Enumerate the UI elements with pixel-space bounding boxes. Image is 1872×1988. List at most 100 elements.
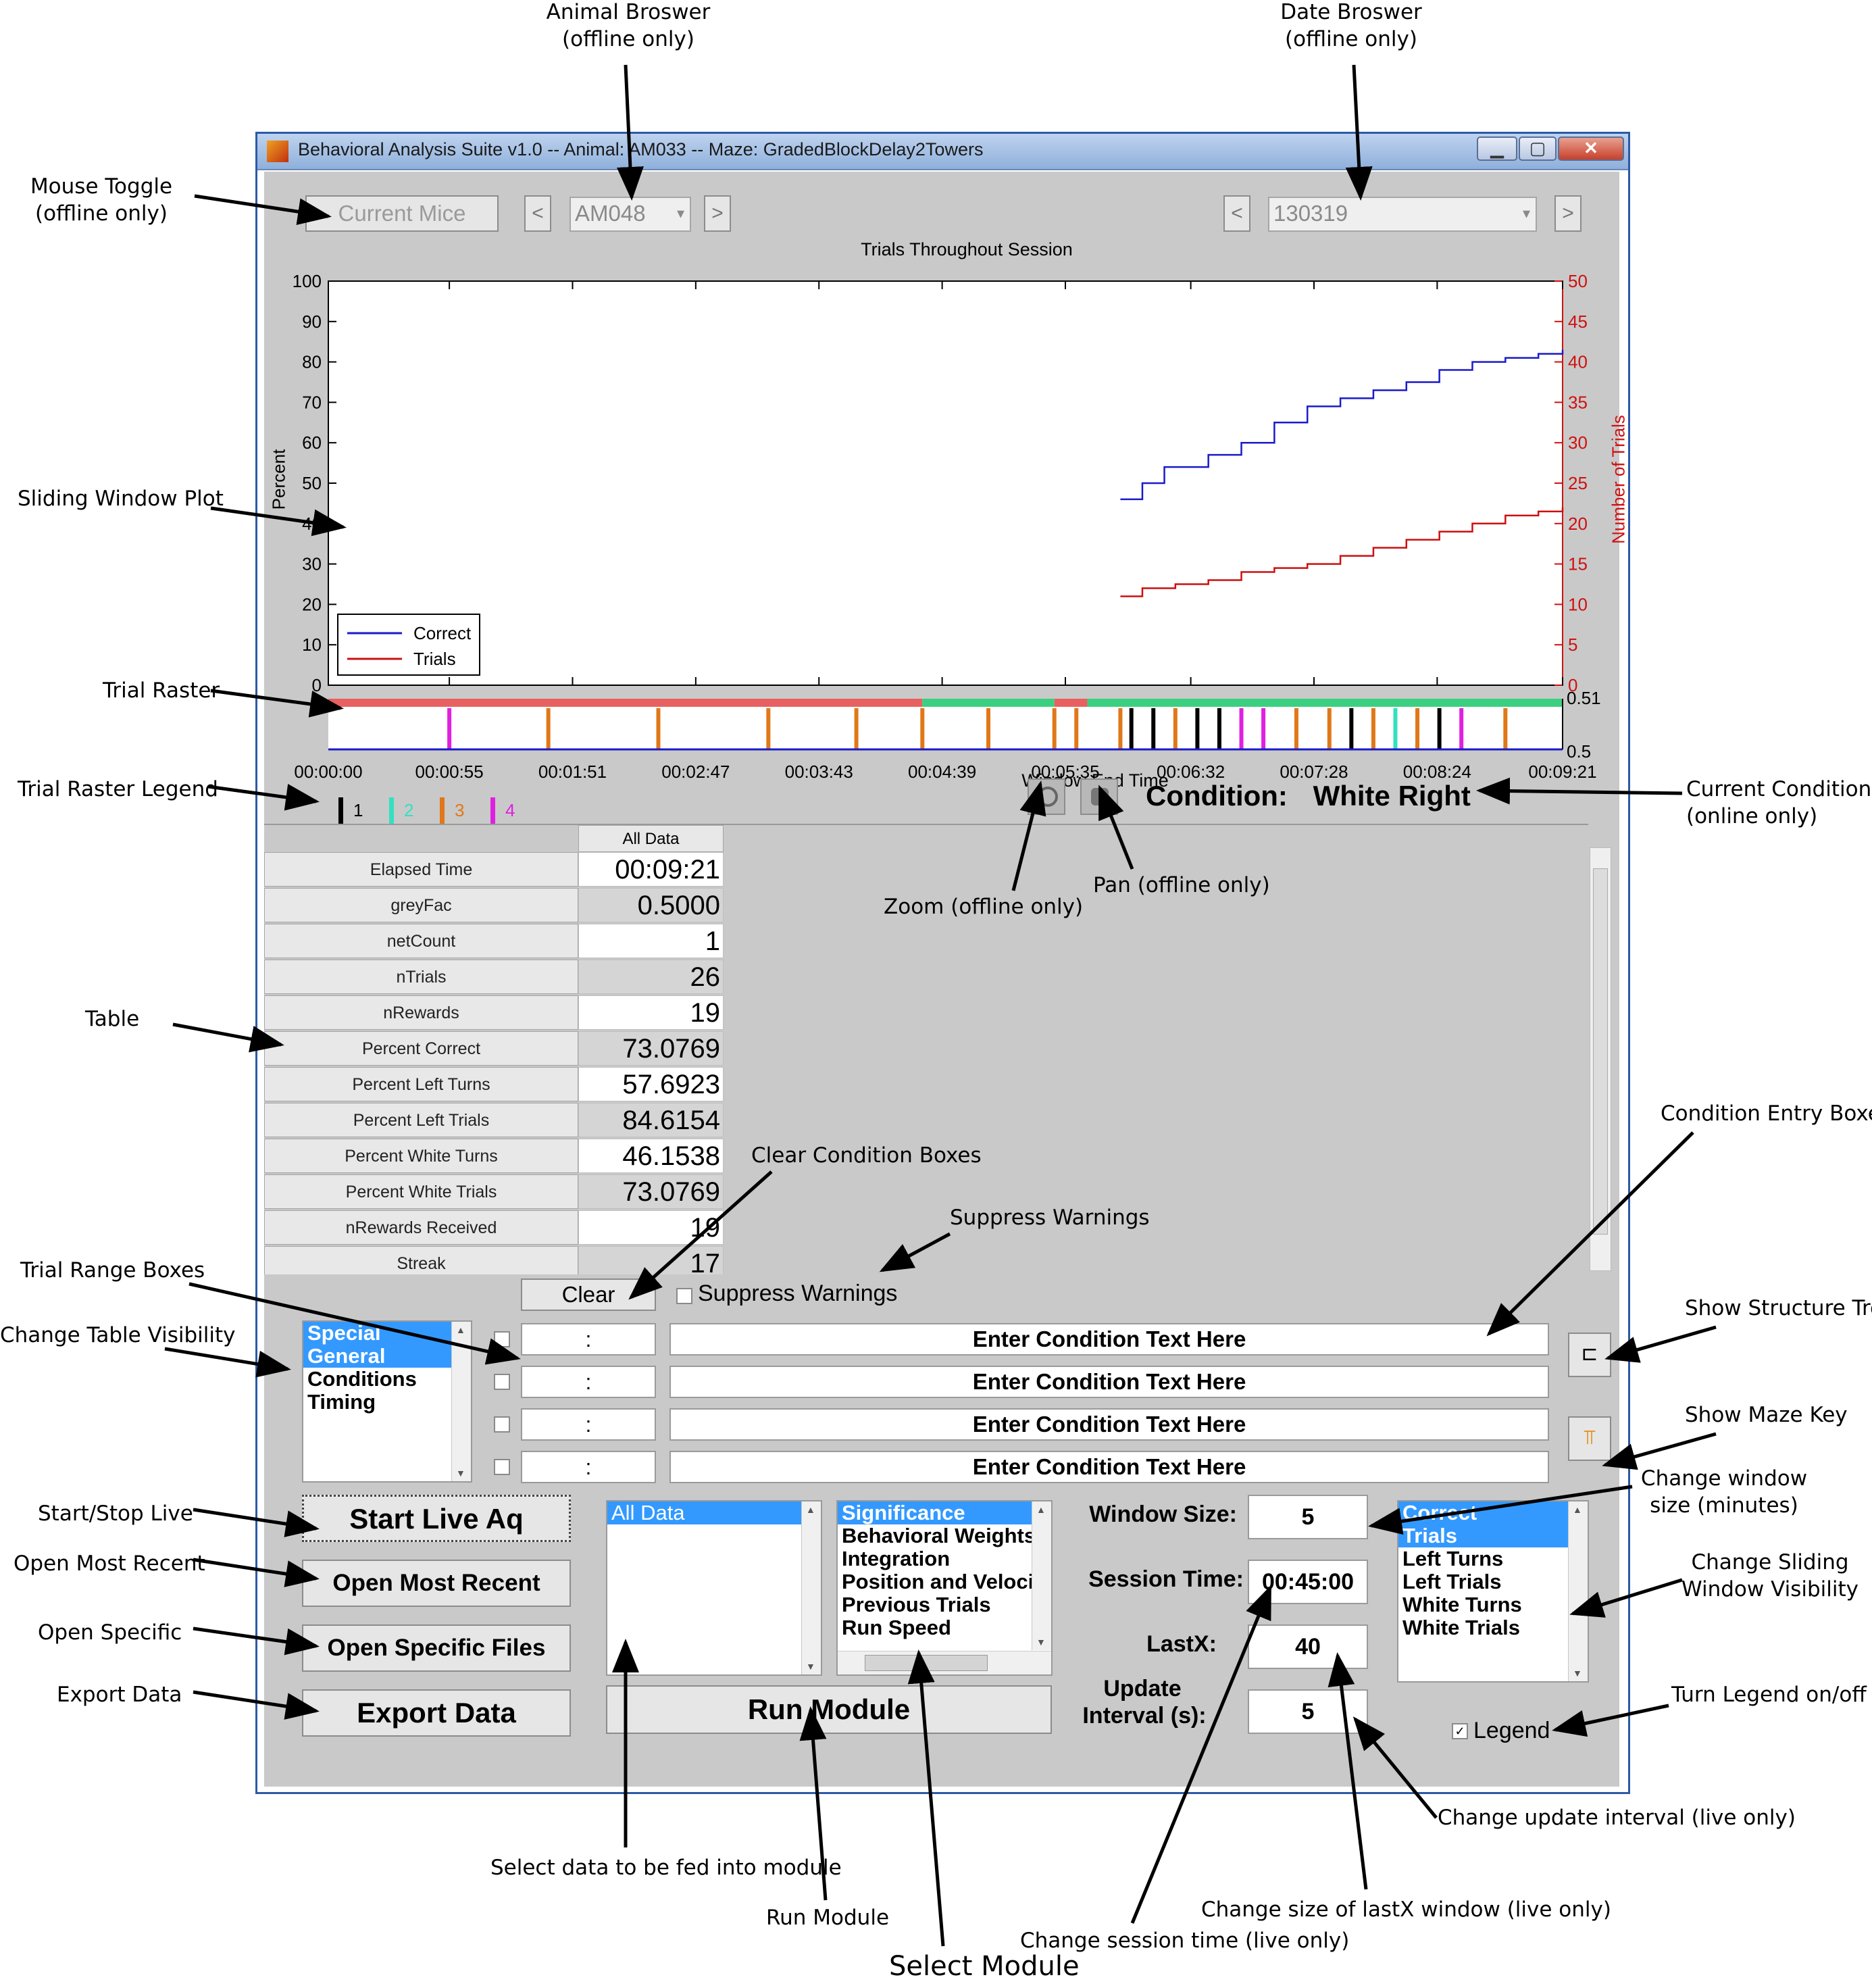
table-row-label: greyFac (264, 888, 578, 922)
annotation-run-module: Run Module (766, 1906, 890, 1930)
list-item[interactable]: Significance (838, 1501, 1051, 1524)
list-scrollbar[interactable]: ▲▼ (801, 1501, 821, 1674)
trial-range-input[interactable]: : (521, 1451, 656, 1483)
close-button[interactable]: ✕ (1558, 136, 1624, 161)
table-row-label: Percent Correct (264, 1031, 578, 1066)
table-row-value[interactable]: 1 (578, 924, 724, 958)
list-scrollbar[interactable]: ▲▼ (1032, 1501, 1051, 1650)
condition-checkbox[interactable] (494, 1374, 510, 1390)
export-data-button[interactable]: Export Data (302, 1689, 571, 1737)
annotation-maze-key: Show Maze Key (1685, 1403, 1848, 1427)
lastx-label: LastX: (1146, 1631, 1217, 1657)
arrow-session-time (1130, 1585, 1272, 1924)
date-prev-button[interactable]: < (1223, 195, 1250, 232)
annotation-trial-range: Trial Range Boxes (20, 1258, 205, 1283)
legend-entry: Correct (413, 623, 472, 643)
open-most-recent-button[interactable]: Open Most Recent (302, 1560, 571, 1607)
legend-checkbox[interactable]: ✓ (1452, 1723, 1468, 1739)
animal-next-button[interactable]: > (704, 195, 731, 232)
raster-trial-mark (1052, 708, 1057, 749)
date-dropdown[interactable]: 130319 ▾ (1268, 197, 1537, 232)
list-item[interactable]: Trials (1398, 1524, 1588, 1547)
raster-trial-mark (1151, 708, 1156, 749)
raster-trial-mark (1118, 708, 1123, 749)
start-live-button[interactable]: Start Live Aq (302, 1495, 571, 1542)
annotation-select-module: Select Module (889, 1951, 1080, 1982)
maximize-button[interactable]: ▢ (1519, 136, 1557, 161)
table-scrollbar[interactable] (1590, 847, 1611, 1271)
condition-checkbox[interactable] (494, 1416, 510, 1433)
list-item[interactable]: Position and Velocity (842, 1570, 1053, 1593)
animal-prev-button[interactable]: < (524, 195, 551, 232)
data-select-list[interactable]: All Data ▲▼ (606, 1500, 822, 1676)
animal-value: AM048 (575, 201, 646, 226)
show-structure-tree-button[interactable]: ⊏ (1568, 1333, 1611, 1377)
suppress-warnings-checkbox[interactable] (676, 1288, 692, 1304)
table-row-value[interactable]: 0.5000 (578, 888, 724, 922)
table-row-value[interactable]: 19 (578, 995, 724, 1030)
raster-trial-mark (1503, 708, 1508, 749)
trial-range-input[interactable]: : (521, 1323, 656, 1356)
y-tick-label: 10 (302, 635, 322, 655)
minimize-button[interactable]: ▁ (1477, 136, 1517, 161)
condition-entry-input[interactable]: Enter Condition Text Here (669, 1408, 1549, 1441)
animal-dropdown[interactable]: AM048 ▾ (570, 197, 691, 232)
list-item[interactable]: Integration (842, 1547, 951, 1570)
update-interval-input[interactable]: 5 (1248, 1689, 1368, 1734)
list-item[interactable]: General (303, 1345, 471, 1368)
legend-checkbox-label: Legend (1473, 1718, 1550, 1743)
list-item[interactable]: Conditions (307, 1367, 417, 1391)
x-tick-label: 00:09:21 (1528, 762, 1596, 782)
sliding-visibility-list[interactable]: Correct Trials Left Turns Left Trials Wh… (1397, 1500, 1589, 1683)
table-row-value[interactable]: 46.1538 (578, 1139, 724, 1173)
list-item[interactable]: Left Turns (1402, 1547, 1504, 1570)
list-scrollbar[interactable]: ▲▼ (1568, 1501, 1588, 1681)
trial-range-input[interactable]: : (521, 1408, 656, 1441)
annotation-change-table: Change Table Visibility (0, 1323, 236, 1347)
run-module-button[interactable]: Run Module (606, 1685, 1052, 1734)
y-tick-label: 20 (302, 594, 322, 614)
raster-trial-mark (1327, 708, 1332, 749)
arrow-open-recent (193, 1558, 320, 1587)
current-mice-toggle[interactable]: Current Mice (305, 195, 499, 232)
list-item[interactable]: White Turns (1402, 1593, 1522, 1616)
table-row-value[interactable]: 19 (578, 1210, 724, 1245)
trial-range-input[interactable]: : (521, 1366, 656, 1398)
open-specific-files-button[interactable]: Open Specific Files (302, 1624, 571, 1672)
condition-entry-input[interactable]: Enter Condition Text Here (669, 1451, 1549, 1483)
list-item[interactable]: White Trials (1402, 1616, 1520, 1639)
condition-checkbox[interactable] (494, 1459, 510, 1475)
table-row-value[interactable]: 26 (578, 960, 724, 994)
list-item[interactable]: Behavioral Weights (842, 1524, 1036, 1547)
table-row-value[interactable]: 73.0769 (578, 1031, 724, 1066)
arrow-export (193, 1690, 320, 1720)
list-item[interactable]: All Data (607, 1501, 821, 1524)
list-item[interactable]: Run Speed (842, 1616, 951, 1639)
list-item[interactable]: Timing (307, 1390, 376, 1414)
arrow-change-table (164, 1347, 291, 1378)
table-row-value[interactable]: 84.6154 (578, 1103, 724, 1137)
y-right-tick-label: 10 (1568, 594, 1588, 614)
table-row-value[interactable]: 73.0769 (578, 1174, 724, 1209)
arrow-update-interval (1352, 1716, 1438, 1819)
window-size-input[interactable]: 5 (1248, 1495, 1368, 1539)
arrow-maze-key (1602, 1432, 1717, 1470)
condition-entry-input[interactable]: Enter Condition Text Here (669, 1323, 1549, 1356)
list-item[interactable]: Left Trials (1402, 1570, 1502, 1593)
table-scroll-thumb[interactable] (1593, 868, 1608, 1235)
condition-entry-input[interactable]: Enter Condition Text Here (669, 1366, 1549, 1398)
arrow-clear-boxes (628, 1170, 773, 1300)
arrow-raster-legend (207, 784, 320, 811)
table-row-label: nRewards Received (264, 1210, 578, 1245)
x-tick-label: 00:08:24 (1403, 762, 1471, 782)
table-column-header: All Data (578, 825, 724, 852)
table-row-value[interactable]: 00:09:21 (578, 852, 724, 887)
date-next-button[interactable]: > (1554, 195, 1582, 232)
list-item[interactable]: Previous Trials (842, 1593, 991, 1616)
table-row-value[interactable]: 17 (578, 1246, 724, 1274)
session-time-input[interactable]: 00:45:00 (1248, 1560, 1368, 1604)
y-right-tick-label: 0 (1568, 675, 1577, 695)
table-row-value[interactable]: 57.6923 (578, 1067, 724, 1101)
trial-raster-legend: 1 2 3 4 (338, 793, 541, 827)
